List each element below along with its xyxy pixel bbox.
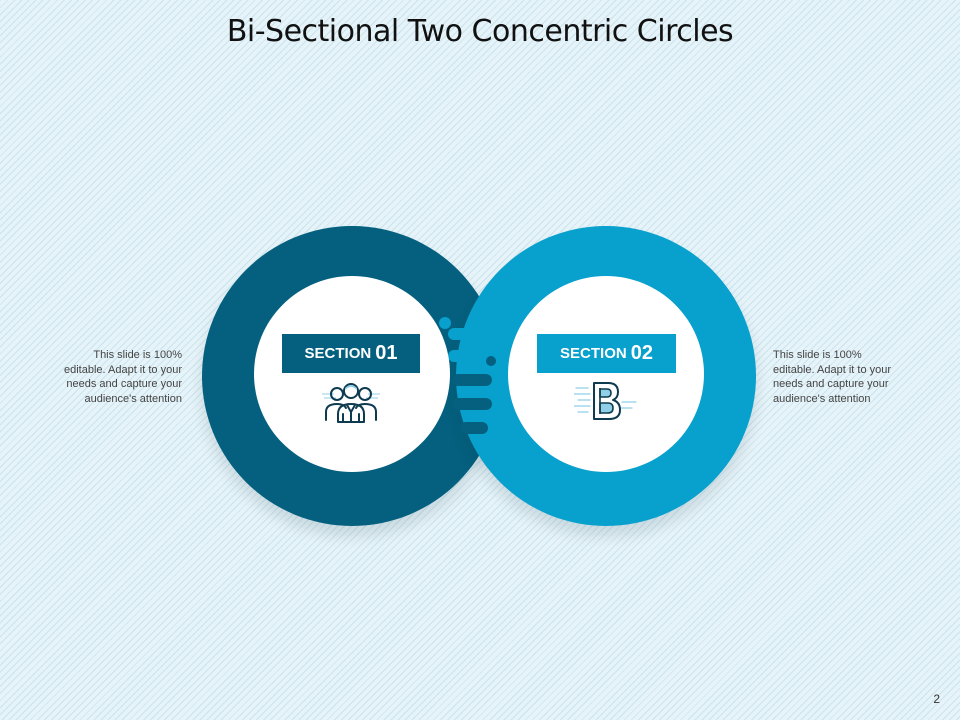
- section-02-description: This slide is 100% editable. Adapt it to…: [773, 349, 892, 405]
- connector-bars: [439, 317, 496, 434]
- people-group-icon: [322, 383, 380, 423]
- section-01-label: SECTION 01: [282, 334, 420, 373]
- page-number: 2: [933, 692, 940, 706]
- section-01-inner-circle: [254, 276, 450, 472]
- section-01-description: This slide is 100% editable. Adapt it to…: [63, 349, 182, 405]
- section-02-label-word: SECTION: [560, 345, 627, 362]
- bitcoin-b-icon: [574, 382, 637, 420]
- section-01-label-number: 01: [375, 342, 398, 364]
- section-02-label: SECTION 02: [537, 334, 676, 373]
- slide-title: Bi-Sectional Two Concentric Circles: [226, 14, 734, 49]
- section-02-label-number: 02: [630, 342, 653, 364]
- section-02-inner-circle: [508, 276, 704, 472]
- section-01-label-word: SECTION: [304, 345, 372, 362]
